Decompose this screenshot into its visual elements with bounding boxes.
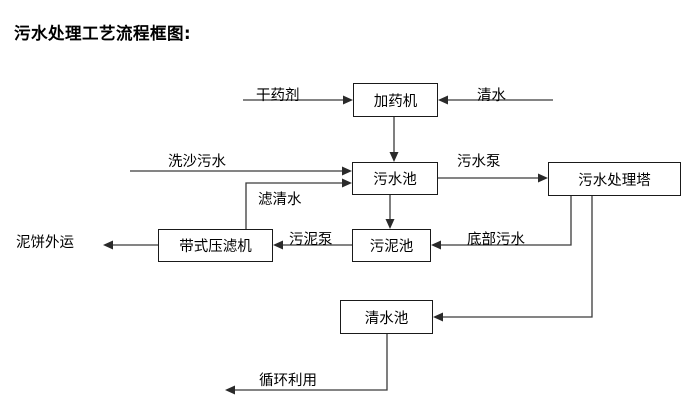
node-label: 污泥池 (369, 239, 414, 255)
terminal-label-mud-cake-out: 泥饼外运 (16, 235, 74, 251)
edge-label-filtered-water: 滤清水 (258, 192, 302, 208)
edge-label-dry-reagent: 干药剂 (256, 88, 300, 104)
edge-label-recycle-use: 循环利用 (259, 373, 317, 389)
edge-label-clean-water-in: 清水 (477, 88, 506, 104)
edge-label-sludge-pump: 污泥泵 (289, 232, 333, 248)
edge-label-sand-wash-sewage: 洗沙污水 (168, 154, 226, 170)
edge-label-sewage-pump: 污水泵 (457, 154, 501, 170)
node-dosing-machine[interactable]: 加药机 (353, 83, 438, 117)
node-treatment-tower[interactable]: 污水处理塔 (548, 162, 681, 196)
node-label: 污水池 (373, 172, 417, 188)
node-sludge-pool[interactable]: 污泥池 (352, 229, 431, 262)
node-label: 污水处理塔 (578, 172, 651, 189)
node-label: 清水池 (364, 310, 409, 327)
edge-label-bottom-sewage: 底部污水 (467, 232, 525, 248)
node-belt-filter-press[interactable]: 带式压滤机 (158, 229, 273, 262)
page-title: 污水处理工艺流程框图: (14, 24, 192, 43)
node-sewage-pool[interactable]: 污水池 (352, 162, 438, 195)
node-clean-water-pool[interactable]: 清水池 (340, 300, 433, 334)
node-label: 加药机 (373, 93, 418, 110)
node-label: 带式压滤机 (179, 239, 252, 255)
